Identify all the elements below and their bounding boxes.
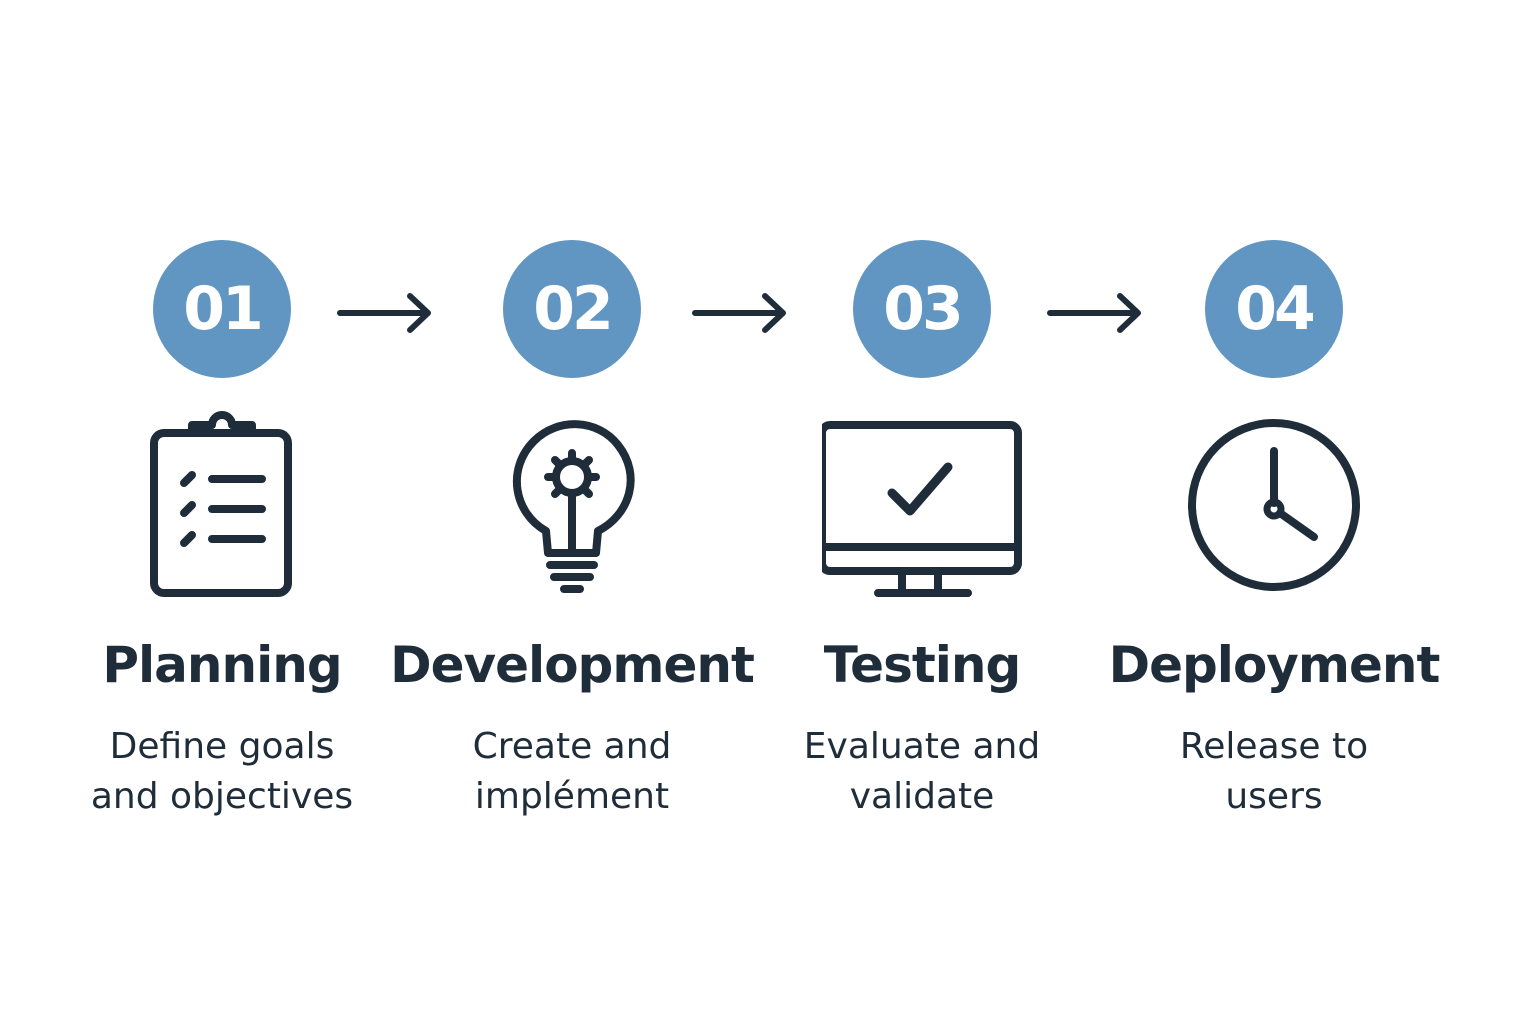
step-description-line: and objectives [90,776,354,817]
step-description-line: implément [474,776,670,817]
step-description: Evaluate and validate [732,722,1112,822]
step-description-line: validate [849,776,995,817]
step-number-badge: 02 [503,240,641,378]
step-description-line: Define goals [109,726,335,767]
arrow-right-icon [691,290,791,336]
step-development: 02 Development Create and implément [382,240,762,840]
step-number-badge: 01 [153,240,291,378]
arrow-right-icon [336,290,436,336]
clock-icon [1174,405,1374,605]
arrow-right-icon [1046,290,1146,336]
lightbulb-gear-icon [472,405,672,605]
step-description: Define goals and objectives [32,722,412,822]
step-description-line: Evaluate and [803,726,1041,767]
step-description-line: Release to [1179,726,1369,767]
step-description-line: Create and [472,726,672,767]
step-number-badge: 03 [853,240,991,378]
step-testing: 03 Testing Evaluate and validate [732,240,1112,840]
step-title: Deployment [1108,636,1441,694]
step-title: Development [390,636,755,694]
step-planning: 01 Planning Define goals and objectives [32,240,412,840]
step-description: Create and implément [382,722,762,822]
step-description-line: users [1225,776,1323,817]
step-deployment: 04 Deployment Release to users [1084,240,1464,840]
monitor-check-icon [822,405,1022,605]
step-title: Testing [823,636,1022,694]
clipboard-checklist-icon [122,405,322,605]
step-description: Release to users [1084,722,1464,822]
step-number-badge: 04 [1205,240,1343,378]
step-title: Planning [102,636,342,694]
